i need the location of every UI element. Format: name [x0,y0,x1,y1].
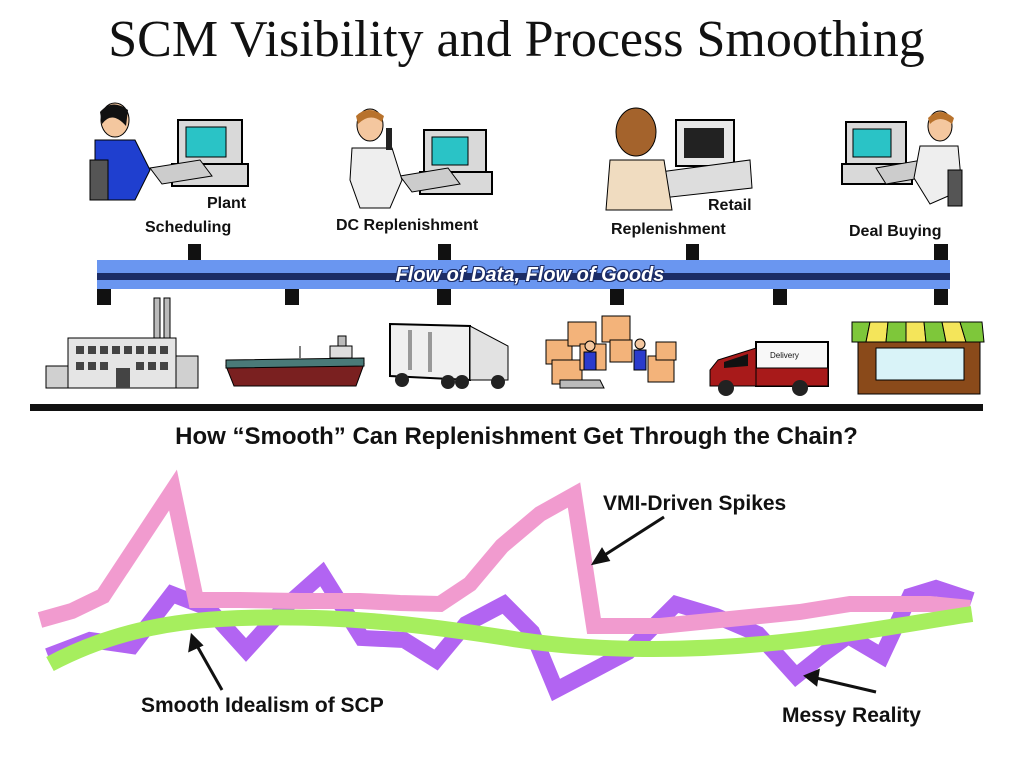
smoothness-lines [37,469,975,702]
warehouse-boxes-icon [545,315,677,389]
factory-icon [45,297,199,389]
van-label: Delivery [770,351,799,360]
ground-line [30,404,983,411]
vmi-spikes-line [37,469,971,634]
planner-at-computer-icon [89,102,249,201]
retail-label-line1: Retail [708,197,752,214]
messy-annotation: Messy Reality [782,704,921,727]
retail-label-line2: Replenishment [611,221,726,238]
flow-bar-label: Flow of Data, Flow of Goods [395,264,665,286]
scp-annotation: Smooth Idealism of SCP [141,694,384,717]
deal-buying-label: Deal Buying [849,223,942,240]
dc-planner-icon [349,108,493,209]
deal-buyer-icon [841,110,963,207]
retail-store-icon [851,321,985,395]
plant-label-line1: Plant [207,195,247,212]
plant-label-line2: Scheduling [145,219,232,236]
annotation-arrows [188,515,877,694]
lower-connectors [97,289,948,305]
dc-replenishment-label: DC Replenishment [336,217,479,234]
chart-question: How “Smooth” Can Replenishment Get Throu… [175,423,858,450]
delivery-van-icon: Delivery [709,341,829,396]
retail-planner-icon [605,107,753,211]
smooth-scp-line [46,606,974,672]
vmi-annotation: VMI-Driven Spikes [603,492,787,515]
cargo-ship-icon [225,335,365,387]
slide-title: SCM Visibility and Process Smoothing [108,11,925,68]
upper-connectors [188,244,948,260]
flow-bar [97,260,950,289]
semi-truck-icon [389,322,509,389]
